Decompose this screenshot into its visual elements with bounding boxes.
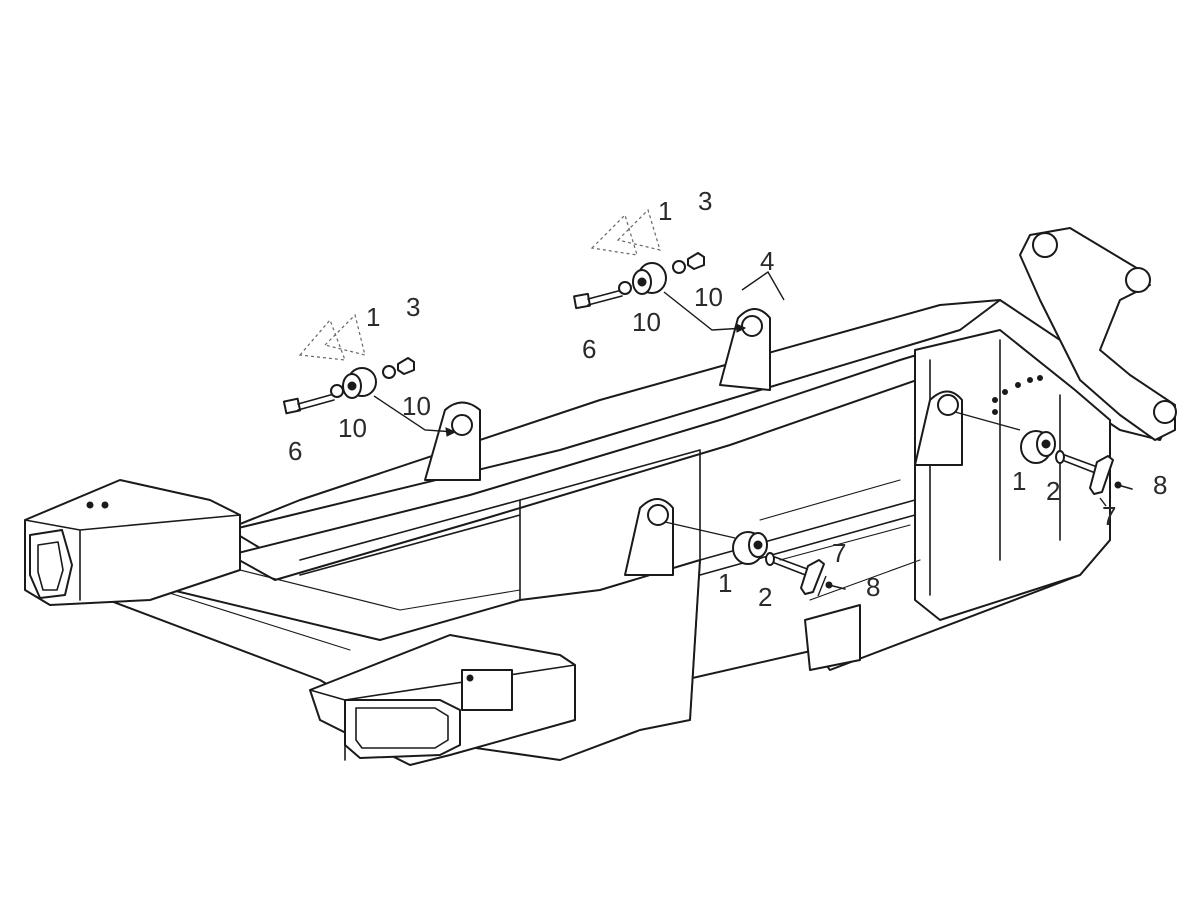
callout-washer-left-b: 10 bbox=[338, 413, 367, 443]
frame-floor-lines bbox=[159, 479, 921, 651]
callout-leaders bbox=[741, 270, 1107, 597]
callout-bushing-left: 1 bbox=[366, 302, 380, 332]
callout-bracket-center: 4 bbox=[760, 246, 774, 276]
front-right-box bbox=[309, 634, 576, 766]
frame-lower-block bbox=[804, 604, 861, 671]
callout-bushing-right: 1 bbox=[1012, 466, 1026, 496]
bolt-left bbox=[282, 393, 335, 415]
frame-inner-rail bbox=[299, 449, 701, 601]
center-mount-assembly bbox=[573, 208, 747, 333]
leader-center-bushing-bracket bbox=[663, 291, 746, 331]
leader-lower-bracket-bushing bbox=[664, 521, 736, 539]
bushing-left bbox=[342, 367, 377, 399]
washer-left-1 bbox=[330, 384, 344, 398]
front-left-box bbox=[24, 479, 241, 606]
bracket-left bbox=[424, 401, 481, 481]
nut-center bbox=[687, 252, 705, 270]
callout-screw-right: 8 bbox=[1153, 470, 1167, 500]
lower-mount-assembly bbox=[664, 521, 846, 595]
callout-bushing-center: 1 bbox=[658, 196, 672, 226]
frame-holes bbox=[992, 375, 1043, 415]
pin-lower bbox=[765, 552, 811, 577]
hitch-hole-lower bbox=[1153, 400, 1177, 424]
washer-center-2 bbox=[672, 260, 686, 274]
callout-pin-lower: 2 bbox=[758, 582, 772, 612]
callout-bushing-lower: 1 bbox=[718, 568, 732, 598]
bracket-right bbox=[914, 390, 963, 466]
callout-bolt-left: 6 bbox=[288, 436, 302, 466]
callout-washer-center-b: 10 bbox=[632, 307, 661, 337]
washer-left-2 bbox=[382, 365, 396, 379]
callout-pin-right: 2 bbox=[1046, 476, 1060, 506]
callout-retainer-right: 7 bbox=[1102, 501, 1116, 531]
pin-right bbox=[1055, 450, 1101, 475]
right-mount-assembly bbox=[954, 411, 1133, 495]
callout-retainer-lower: 7 bbox=[832, 538, 846, 568]
bracket-lower bbox=[624, 498, 674, 576]
washer-center-1 bbox=[618, 281, 632, 295]
hitch-hole-left bbox=[1032, 232, 1058, 258]
callout-nut-center: 3 bbox=[698, 186, 712, 216]
callout-labels: 1 3 10 10 6 1 3 4 10 10 6 1 2 7 8 7 1 2 … bbox=[288, 186, 1167, 612]
retainer-right bbox=[1089, 455, 1114, 495]
leader-left-bushing-bracket bbox=[373, 395, 456, 433]
nut-left bbox=[397, 357, 415, 375]
hitch-hole-right bbox=[1125, 267, 1151, 293]
frame-tower bbox=[914, 329, 1111, 621]
bracket-center bbox=[719, 308, 771, 391]
callout-nut-left: 3 bbox=[406, 292, 420, 322]
bolt-center bbox=[573, 289, 623, 310]
callout-washer-left-a: 10 bbox=[402, 391, 431, 421]
bushing-center bbox=[632, 262, 667, 295]
left-mount-assembly bbox=[282, 313, 457, 437]
leader-right-bracket-bushing bbox=[954, 411, 1021, 431]
bushing-ghost-left bbox=[298, 313, 366, 361]
retainer-lower bbox=[800, 559, 825, 595]
callout-bolt-center: 6 bbox=[582, 334, 596, 364]
callout-washer-center-a: 10 bbox=[694, 282, 723, 312]
callout-screw-lower: 8 bbox=[866, 572, 880, 602]
bushing-lower bbox=[732, 531, 768, 565]
bushing-ghost-center bbox=[590, 208, 661, 256]
bushing-right bbox=[1020, 430, 1056, 464]
